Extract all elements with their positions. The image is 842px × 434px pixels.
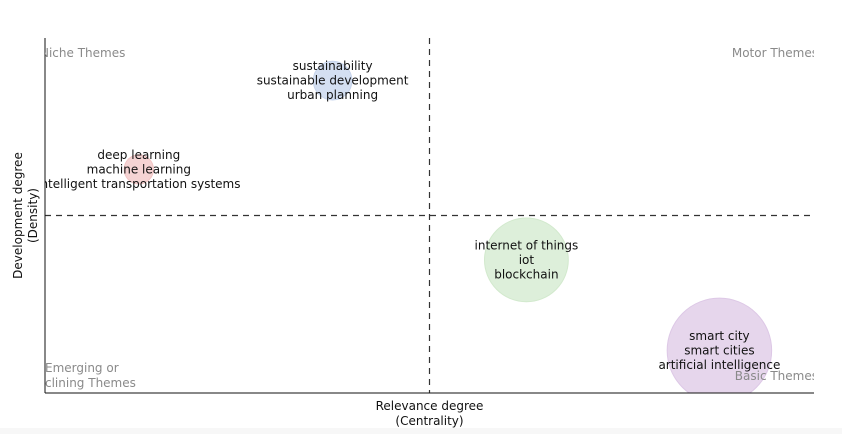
quadrant-label-bottom-right: Basic Themes: [735, 369, 818, 383]
quadrant-label-bottom-left-line-1: clining Themes: [45, 376, 136, 390]
bubble-1-label-2: intelligent transportation systems: [37, 177, 240, 191]
bubble-2-label-0: internet of things: [475, 238, 579, 252]
y-axis-title-line-1: (Density): [26, 188, 40, 243]
bubble-layer: [123, 60, 773, 393]
axes: [44, 38, 814, 394]
bubble-1-label-0: deep learning: [97, 148, 180, 162]
bubble-2-label-2: blockchain: [494, 267, 558, 281]
x-axis-title-line-1: (Centrality): [395, 414, 463, 428]
quadrant-label-bottom-left-line-0: Emerging or: [45, 361, 119, 375]
bubble-3-label-0: smart city: [689, 329, 750, 343]
bubble-0-label-0: sustainability: [293, 59, 373, 73]
bubble-1-label-1: machine learning: [87, 162, 191, 176]
x-axis-title-line-0: Relevance degree: [376, 399, 484, 413]
bubble-0: [312, 60, 353, 101]
bubble-2-label-1: iot: [519, 253, 535, 267]
bubble-2: [483, 217, 569, 303]
footer-band: [0, 428, 842, 434]
bubble-0-label-2: urban planning: [287, 88, 378, 102]
quadrant-label-top-left: Niche Themes: [40, 46, 125, 60]
bubble-3: [666, 297, 773, 393]
quadrant-label-top-right: Motor Themes: [732, 46, 818, 60]
bubble-3-label-2: artificial intelligence: [658, 358, 780, 372]
bubble-3-label-1: smart cities: [684, 343, 754, 357]
axis-titles: Relevance degree(Centrality) Development …: [11, 152, 483, 428]
quadrant-dividers: [45, 38, 814, 393]
bubble-1: [123, 154, 154, 185]
bubble-0-label-1: sustainable development: [257, 74, 409, 88]
y-axis-title-line-0: Development degree: [11, 152, 25, 279]
